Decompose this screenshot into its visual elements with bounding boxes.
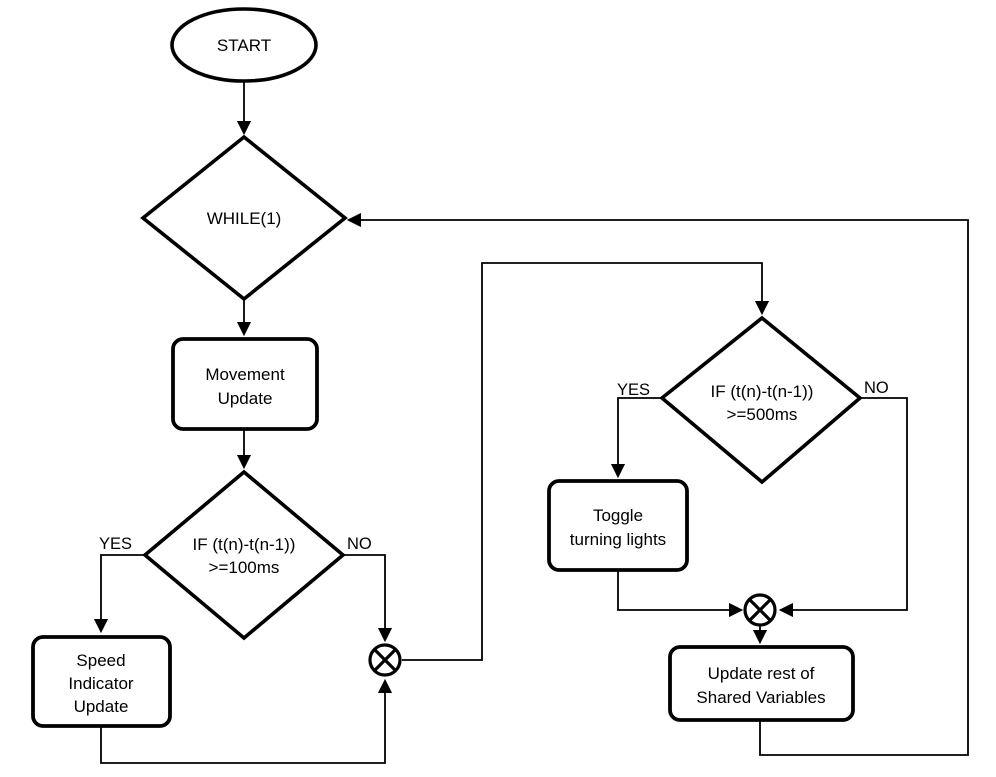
start-label: START [217,36,271,55]
edge-toggle-to-merge-right [617,570,744,618]
speed-indicator-label-line3: Update [74,697,129,716]
toggle-turning-lights-node [547,479,689,572]
edge-if100-yes [93,554,145,634]
edge-if100-no [343,554,393,643]
toggle-lights-label-line2: turning lights [570,530,666,549]
movement-update-label-line2: Update [218,389,273,408]
update-shared-label-line1: Update rest of [708,664,815,683]
if-timer-100ms-node [142,469,346,641]
edge-update-to-while-loopback [346,212,969,756]
if500-yes-label: YES [617,381,650,399]
while-loop-node [140,134,348,302]
if-timer-100ms-label-line2: >=100ms [209,558,280,577]
speed-indicator-label-line2: Indicator [68,674,134,693]
merge-left-xor-junction-icon [368,643,402,677]
if-timer-500ms-node [659,315,863,485]
update-shared-label-line2: Shared Variables [696,688,825,707]
movement-update-node [171,337,319,431]
if-timer-100ms-label-line1: IF (t(n)-t(n-1)) [193,535,296,554]
edge-if500-no [778,397,908,618]
if-timer-500ms-label-line1: IF (t(n)-t(n-1)) [711,382,814,401]
merge-right-xor-junction-icon [743,593,777,627]
edge-if500-yes [610,397,662,479]
edge-speed-to-merge-left [100,678,393,764]
if100-no-label: NO [347,535,372,553]
speed-indicator-label-line1: Speed [76,651,125,670]
speed-indicator-update-node [31,635,172,728]
while-loop-label: WHILE(1) [207,209,282,228]
if500-no-label: NO [864,379,889,397]
edge-merge-left-to-if500 [402,262,770,661]
update-shared-variables-node [668,645,855,722]
movement-update-label-line1: Movement [205,365,285,384]
toggle-lights-label-line1: Toggle [593,506,643,525]
if-timer-500ms-label-line2: >=500ms [727,405,798,424]
if100-yes-label: YES [99,535,132,553]
start-node [170,7,318,83]
